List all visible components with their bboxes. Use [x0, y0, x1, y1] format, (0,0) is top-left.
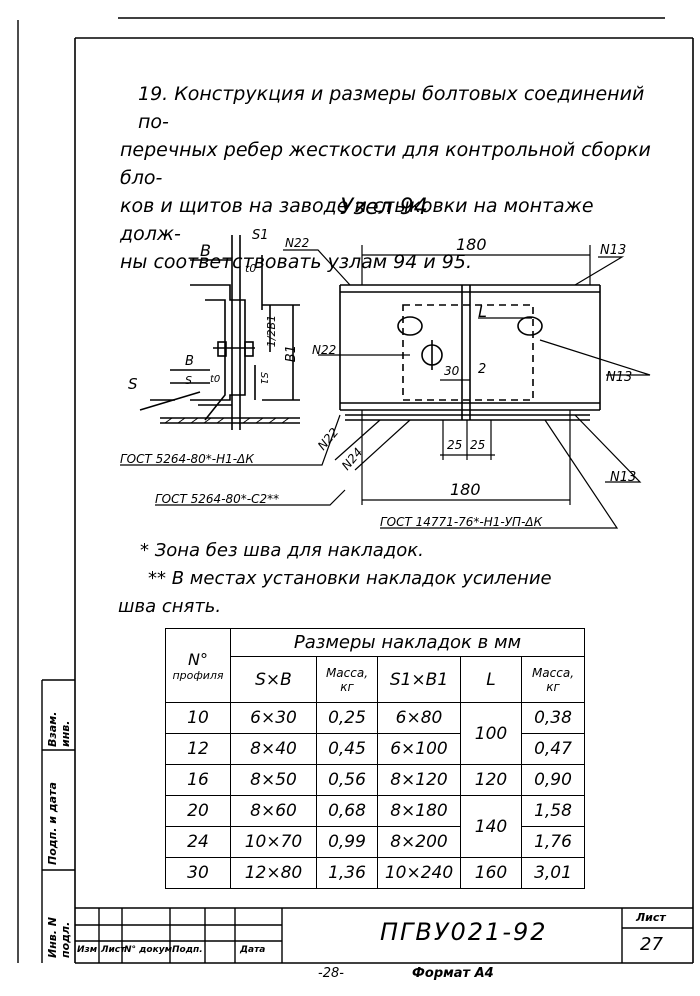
- cell-mass2: 0,38: [521, 702, 585, 734]
- cell-L: 120: [460, 764, 522, 796]
- cell-s1b1: 8×180: [377, 795, 461, 827]
- stamp-col-ndok: N° докум.: [124, 945, 176, 955]
- header-profile: N° профиля: [165, 628, 231, 703]
- gost-label-1: ГОСТ 5264-80*-Н1-ΔК: [120, 452, 254, 466]
- cell-no: 20: [165, 795, 231, 827]
- ref-N13-bottom: N13: [610, 470, 637, 485]
- cell-sb: 8×50: [230, 764, 317, 796]
- cell-sb: 10×70: [230, 826, 317, 858]
- label-t-small: t0: [210, 374, 221, 385]
- note-1: * Зона без шва для накладок.: [140, 540, 424, 561]
- ref-N22-left: N22: [312, 343, 337, 357]
- header-mass2-b: кг: [546, 679, 560, 694]
- gost-label-2-text: ГОСТ 5264-80*-С2: [155, 492, 268, 506]
- header-mass1-b: кг: [340, 679, 354, 694]
- table-row: 24 10×70 0,99 8×200 1,76: [165, 826, 585, 858]
- cell-mass1: 0,25: [316, 702, 378, 734]
- gost-label-2: ГОСТ 5264-80*-С2**: [155, 492, 279, 506]
- header-mass2: Масса, кг: [521, 656, 585, 703]
- cell-L: 140: [460, 795, 522, 858]
- label-dim-top: 180: [456, 235, 487, 254]
- label-S: S: [128, 375, 138, 393]
- table-row: 16 8×50 0,56 8×120 120 0,90: [165, 764, 585, 796]
- label-t0: t0: [245, 262, 257, 275]
- paragraph-line: перечных ребер жесткости для контрольной…: [120, 139, 651, 189]
- label-B-small: B: [185, 354, 194, 369]
- stamp-col-izm: Изм: [77, 945, 98, 955]
- stamp-col-data: Дата: [240, 945, 266, 955]
- label-B: B: [200, 241, 211, 260]
- sheet-label: Лист: [636, 911, 666, 924]
- header-profile-label: профиля: [172, 668, 224, 682]
- ref-N13-right: N13: [606, 370, 633, 385]
- paragraph-line: 19. Конструкция и размеры болтовых соеди…: [138, 83, 645, 133]
- cell-mass2: 0,90: [521, 764, 585, 796]
- cell-s1b1: 6×100: [377, 733, 461, 765]
- header-mass2-a: Масса,: [531, 665, 575, 680]
- format-label: Формат А4: [412, 966, 494, 981]
- cell-L: 160: [460, 857, 522, 889]
- header-L: L: [460, 656, 522, 703]
- cell-sb: 12×80: [230, 857, 317, 889]
- stamp-col-podp: Подп.: [172, 945, 203, 955]
- node-title: Узел 94: [340, 195, 428, 220]
- cell-s1b1: 8×120: [377, 764, 461, 796]
- paragraph-line: ков и щитов на заводе и стыковки на монт…: [120, 195, 594, 245]
- cell-no: 16: [165, 764, 231, 796]
- label-S1: S1: [252, 228, 269, 243]
- label-dim-25a: 25: [447, 438, 463, 452]
- note-3: шва снять.: [118, 596, 222, 617]
- label-dim-2: 2: [478, 362, 487, 377]
- paragraph-line: ны соответствовать узлам 94 и 95.: [120, 251, 472, 273]
- document-code: ПГВУ021-92: [380, 918, 548, 946]
- label-dim-bottom: 180: [450, 480, 481, 499]
- note-2: ** В местах установки накладок усиление: [148, 568, 552, 589]
- cell-no: 30: [165, 857, 231, 889]
- cell-mass2: 1,76: [521, 826, 585, 858]
- label-dim-25b: 25: [470, 438, 486, 452]
- plates-table: N° профиля Размеры накладок в мм S×B Мас…: [165, 628, 585, 889]
- header-mass1: Масса, кг: [316, 656, 378, 703]
- stamp-col-list: Лист: [101, 945, 126, 955]
- cell-s1b1: 10×240: [377, 857, 461, 889]
- header-mass1-a: Масса,: [325, 665, 369, 680]
- page-number: -28-: [318, 966, 344, 981]
- rib-elevation: [339, 284, 601, 421]
- label-dim-30: 30: [444, 364, 460, 378]
- table-row: 30 12×80 1,36 10×240 160 3,01: [165, 857, 585, 889]
- cell-mass1: 0,68: [316, 795, 378, 827]
- profile-section: [139, 235, 300, 430]
- intro-paragraph: 19. Конструкция и размеры болтовых соеди…: [120, 80, 660, 276]
- cell-mass2: 3,01: [521, 857, 585, 889]
- label-S-small: S: [185, 374, 192, 387]
- cell-mass2: 0,47: [521, 733, 585, 765]
- label-L: L: [478, 302, 487, 321]
- gost-label-3: ГОСТ 14771-76*-Н1-УП-ΔК: [380, 515, 543, 529]
- header-no: N°: [188, 649, 208, 669]
- sheet-number: 27: [640, 934, 663, 955]
- cell-sb: 6×30: [230, 702, 317, 734]
- cell-s1b1: 8×200: [377, 826, 461, 858]
- ref-N22-top: N22: [285, 236, 310, 250]
- table-row: 10 6×30 0,25 6×80 100 0,38: [165, 702, 585, 765]
- gost-label-2-mark: **: [267, 492, 280, 506]
- ref-N13-top: N13: [600, 243, 627, 258]
- cell-no: 12: [165, 733, 231, 765]
- label-S1-small: S1: [258, 372, 269, 385]
- cell-mass1: 0,56: [316, 764, 378, 796]
